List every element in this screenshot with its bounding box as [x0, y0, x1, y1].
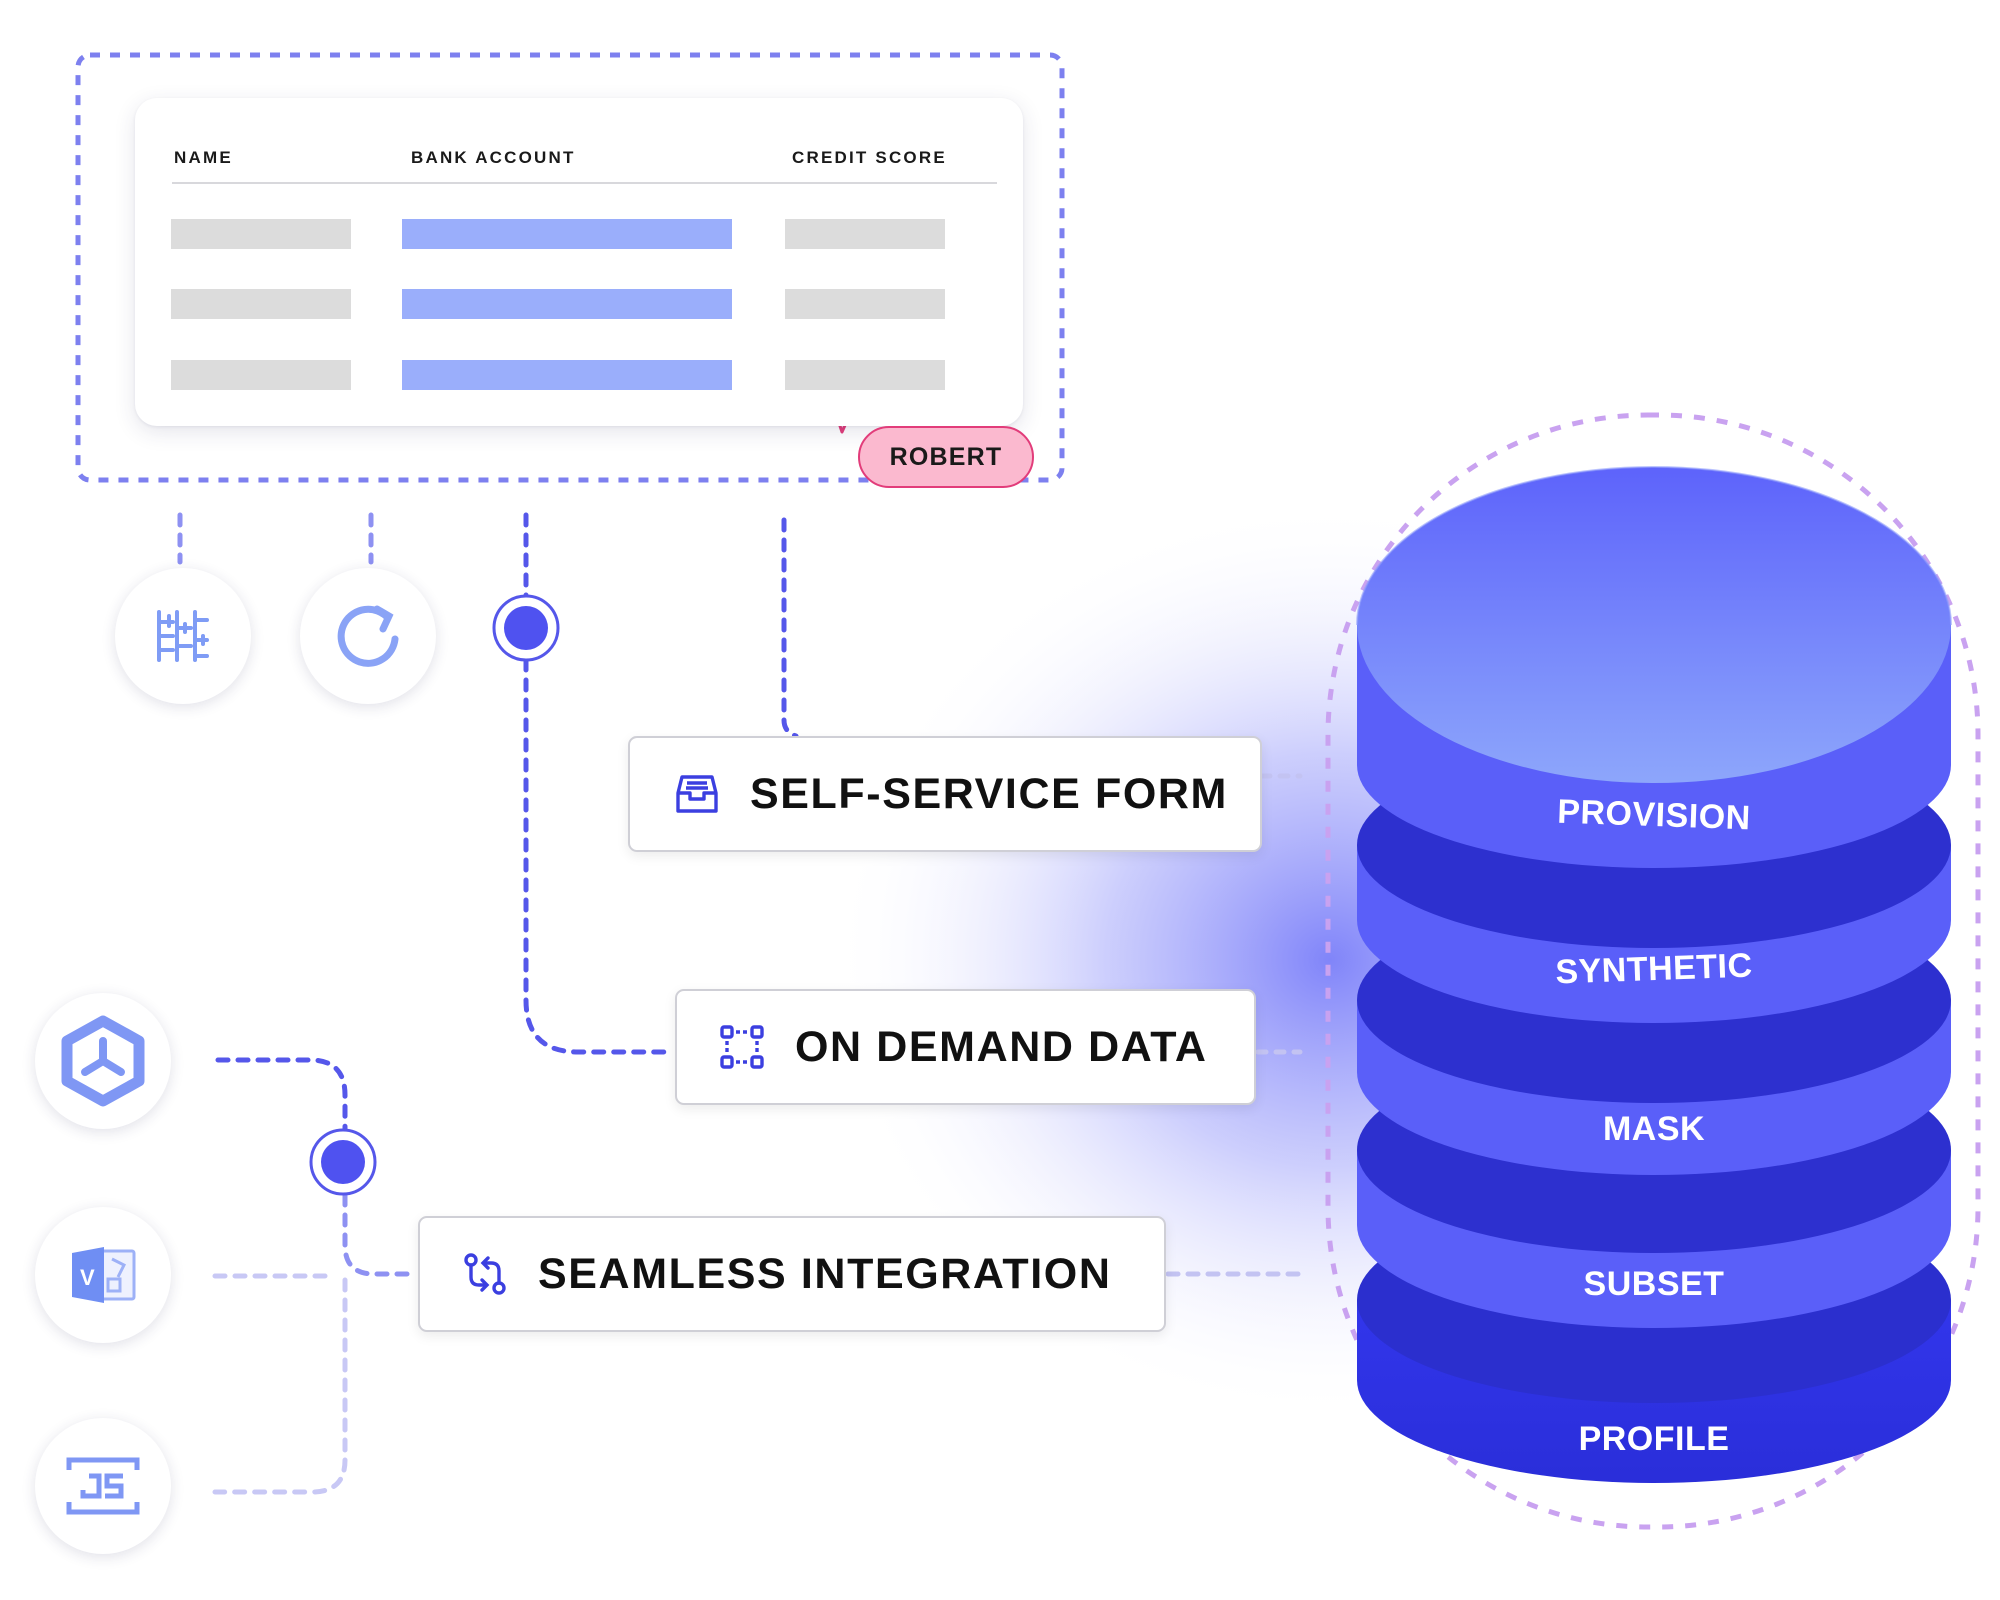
- js-icon: [66, 1457, 140, 1515]
- column-header-name: NAME: [174, 148, 233, 167]
- layer-label-synthetic: SYNTHETIC: [1554, 946, 1754, 992]
- layer-label-mask: MASK: [1602, 1110, 1706, 1148]
- layer-label-profile: PROFILE: [1578, 1420, 1730, 1458]
- cell-placeholder-name: [171, 219, 351, 249]
- table-header-divider: [172, 182, 997, 184]
- inbox-icon: [676, 775, 718, 813]
- sliders-icon: [157, 610, 209, 662]
- cell-placeholder-credit-score: [785, 289, 945, 319]
- cell-placeholder-credit-score: [785, 360, 945, 390]
- seamless-integration-text: SEAMLESS INTEGRATION: [538, 1249, 1112, 1298]
- layer-label-provision: PROVISION: [1556, 792, 1752, 838]
- selection-nodes-icon: [720, 1025, 764, 1069]
- js-button[interactable]: [35, 1418, 171, 1554]
- seamless-integration-label[interactable]: SEAMLESS INTEGRATION: [418, 1216, 1166, 1332]
- table-dashed-frame: [75, 52, 1065, 483]
- node-dot: [492, 594, 560, 662]
- on-demand-data-text: ON DEMAND DATA: [795, 1022, 1208, 1071]
- cell-placeholder-bank-account: [402, 289, 732, 319]
- cell-placeholder-bank-account: [402, 219, 732, 249]
- column-header-credit-score: CREDIT SCORE: [792, 148, 947, 167]
- connector-lines: [177, 512, 1303, 1495]
- on-demand-data-label[interactable]: ON DEMAND DATA: [675, 989, 1256, 1105]
- cell-placeholder-name: [171, 360, 351, 390]
- visio-icon: V: [72, 1247, 136, 1303]
- self-service-form-text: SELF-SERVICE FORM: [750, 769, 1228, 818]
- layer-label-subset: SUBSET: [1583, 1265, 1725, 1303]
- hexagon-logo-icon: [61, 1015, 145, 1107]
- database-stack: [1356, 466, 1952, 1483]
- refresh-tool-button[interactable]: [300, 568, 436, 704]
- visio-button[interactable]: V: [35, 1207, 171, 1343]
- git-compare-icon: [464, 1253, 506, 1295]
- data-table-card: [135, 98, 1023, 426]
- database-dashed-outline: [1325, 412, 1981, 1530]
- svg-text:V: V: [80, 1265, 95, 1290]
- cell-placeholder-name: [171, 289, 351, 319]
- node-dot: [309, 1128, 377, 1196]
- user-cursor-label: ROBERT: [858, 426, 1034, 488]
- cell-placeholder-credit-score: [785, 219, 945, 249]
- hexagon-logo-button[interactable]: [35, 993, 171, 1129]
- self-service-form-label[interactable]: SELF-SERVICE FORM: [628, 736, 1262, 852]
- sliders-tool-button[interactable]: [115, 568, 251, 704]
- refresh-icon: [337, 605, 399, 667]
- cell-placeholder-bank-account: [402, 360, 732, 390]
- column-header-bank-account: BANK ACCOUNT: [411, 148, 576, 167]
